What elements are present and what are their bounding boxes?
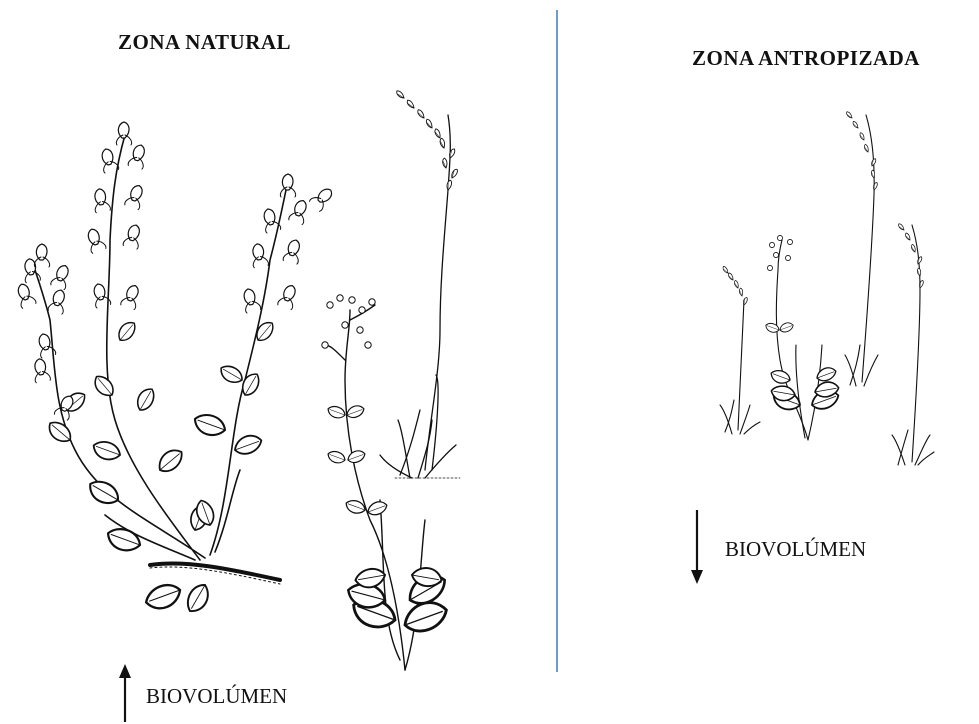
arrow-down-icon: [691, 510, 703, 584]
biovolume-decrease-label: BIOVOLÚMEN: [725, 537, 866, 562]
grass-drawing: [380, 90, 460, 478]
arrow-up-icon: [119, 664, 131, 722]
sage-shrub-drawing: [14, 122, 336, 616]
medium-grass-drawing: [845, 111, 878, 386]
biovolume-increase-label: BIOVOLÚMEN: [146, 684, 287, 709]
small-grass-drawing: [720, 266, 760, 434]
small-herb-drawing: [764, 235, 841, 440]
tall-grass-drawing: [892, 223, 934, 465]
herb-drawing: [322, 295, 451, 670]
